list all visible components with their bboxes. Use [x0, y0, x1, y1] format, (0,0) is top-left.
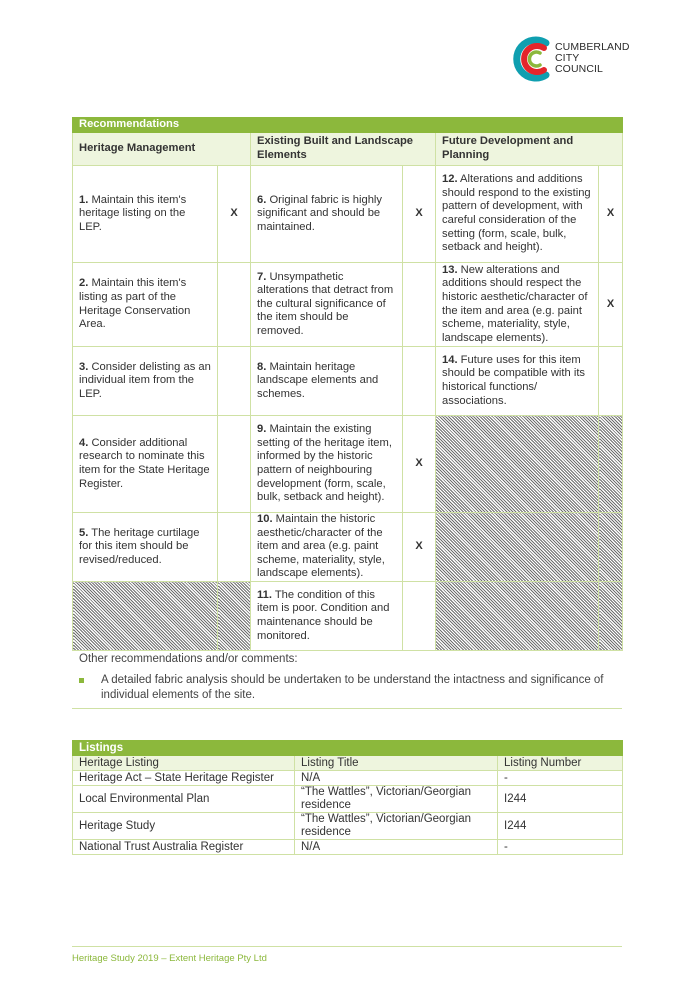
selected-mark: X — [402, 512, 436, 582]
footer-divider — [72, 946, 622, 947]
recommendation-item: 3. Consider delisting as an individual i… — [72, 346, 218, 416]
other-recommendations-label: Other recommendations and/or comments: — [79, 653, 298, 665]
table-row: Heritage Study “The Wattles”, Victorian/… — [72, 812, 623, 840]
recommendation-item: 2. Maintain this item's listing as part … — [72, 262, 218, 347]
list-item: A detailed fabric analysis should be und… — [79, 673, 624, 703]
table-row: 1. Maintain this item's heritage listing… — [72, 165, 623, 263]
recommendation-item: 4. Consider additional research to nomin… — [72, 415, 218, 513]
table-row: Local Environmental Plan “The Wattles”, … — [72, 785, 623, 813]
logo-line-1: CUMBERLAND — [555, 41, 630, 53]
selected-mark — [217, 415, 251, 513]
listing-name: National Trust Australia Register — [72, 839, 295, 855]
table-row: Heritage Act – State Heritage Register N… — [72, 770, 623, 786]
selected-mark — [402, 581, 436, 651]
table-row: 11. The condition of this item is poor. … — [72, 581, 623, 651]
hatched-empty-cell — [435, 415, 599, 513]
hatched-empty-cell — [72, 581, 218, 651]
recommendation-item: 13. New alterations and additions should… — [435, 262, 599, 347]
council-logo: CUMBERLAND CITY COUNCIL — [510, 33, 630, 85]
recommendation-item: 1. Maintain this item's heritage listing… — [72, 165, 218, 263]
footer-text: Heritage Study 2019 – Extent Heritage Pt… — [72, 953, 267, 964]
logo-line-2: CITY COUNCIL — [555, 52, 603, 75]
selected-mark — [598, 346, 623, 416]
listing-title: “The Wattles”, Victorian/Georgian reside… — [294, 812, 498, 840]
listings-title-row: Listings — [72, 740, 623, 756]
recommendation-item: 9. Maintain the existing setting of the … — [250, 415, 403, 513]
recommendations-table: Recommendations Heritage Management Exis… — [72, 117, 623, 651]
listing-number: I244 — [497, 812, 623, 840]
recommendations-header-row: Heritage Management Existing Built and L… — [72, 132, 623, 166]
listing-name: Local Environmental Plan — [72, 785, 295, 813]
listing-name: Heritage Act – State Heritage Register — [72, 770, 295, 786]
listings-title: Listings — [72, 740, 295, 756]
table-row: 4. Consider additional research to nomin… — [72, 415, 623, 513]
recommendation-item: 12. Alterations and additions should res… — [435, 165, 599, 263]
listing-title: N/A — [294, 839, 498, 855]
listing-name: Heritage Study — [72, 812, 295, 840]
selected-mark: X — [402, 165, 436, 263]
hatched-empty-cell — [598, 512, 623, 582]
bullet-text: A detailed fabric analysis should be und… — [101, 674, 604, 701]
recommendation-item: 10. Maintain the historic aesthetic/char… — [250, 512, 403, 582]
col-head-listing-number: Listing Number — [497, 755, 623, 771]
hatched-empty-cell — [435, 581, 599, 651]
recommendation-item: 7. Unsympathetic alterations that detrac… — [250, 262, 403, 347]
hatched-empty-cell — [598, 415, 623, 513]
listings-table: Listings Heritage Listing Listing Title … — [72, 740, 623, 855]
selected-mark: X — [217, 165, 251, 263]
table-row: 2. Maintain this item's listing as part … — [72, 262, 623, 347]
listing-number: - — [497, 770, 623, 786]
hatched-empty-cell — [598, 581, 623, 651]
listing-number: - — [497, 839, 623, 855]
table-row: 3. Consider delisting as an individual i… — [72, 346, 623, 416]
selected-mark — [217, 262, 251, 347]
recommendation-item: 14. Future uses for this item should be … — [435, 346, 599, 416]
hatched-empty-cell — [217, 581, 251, 651]
col-head-existing-elements: Existing Built and Landscape Elements — [250, 132, 436, 166]
selected-mark — [402, 346, 436, 416]
selected-mark — [217, 346, 251, 416]
council-logo-text: CUMBERLAND CITY COUNCIL — [555, 42, 630, 75]
hatched-empty-cell — [435, 512, 599, 582]
listing-number: I244 — [497, 785, 623, 813]
section-divider — [72, 708, 622, 709]
selected-mark — [402, 262, 436, 347]
recommendation-item: 11. The condition of this item is poor. … — [250, 581, 403, 651]
bullet-icon — [79, 678, 84, 683]
recommendation-item: 5. The heritage curtilage for this item … — [72, 512, 218, 582]
selected-mark: X — [598, 262, 623, 347]
listing-title: N/A — [294, 770, 498, 786]
selected-mark: X — [402, 415, 436, 513]
recommendations-title-row: Recommendations — [72, 117, 623, 133]
selected-mark: X — [598, 165, 623, 263]
recommendation-item: 6. Original fabric is highly significant… — [250, 165, 403, 263]
col-head-heritage-listing: Heritage Listing — [72, 755, 295, 771]
listing-title: “The Wattles”, Victorian/Georgian reside… — [294, 785, 498, 813]
listings-header-row: Heritage Listing Listing Title Listing N… — [72, 755, 623, 771]
recommendations-title: Recommendations — [72, 117, 251, 133]
recommendation-item: 8. Maintain heritage landscape elements … — [250, 346, 403, 416]
col-head-heritage-management: Heritage Management — [72, 132, 251, 166]
col-head-listing-title: Listing Title — [294, 755, 498, 771]
table-row: 5. The heritage curtilage for this item … — [72, 512, 623, 582]
council-logo-mark — [513, 36, 550, 82]
col-head-future-development: Future Development and Planning — [435, 132, 623, 166]
selected-mark — [217, 512, 251, 582]
table-row: National Trust Australia Register N/A - — [72, 839, 623, 855]
